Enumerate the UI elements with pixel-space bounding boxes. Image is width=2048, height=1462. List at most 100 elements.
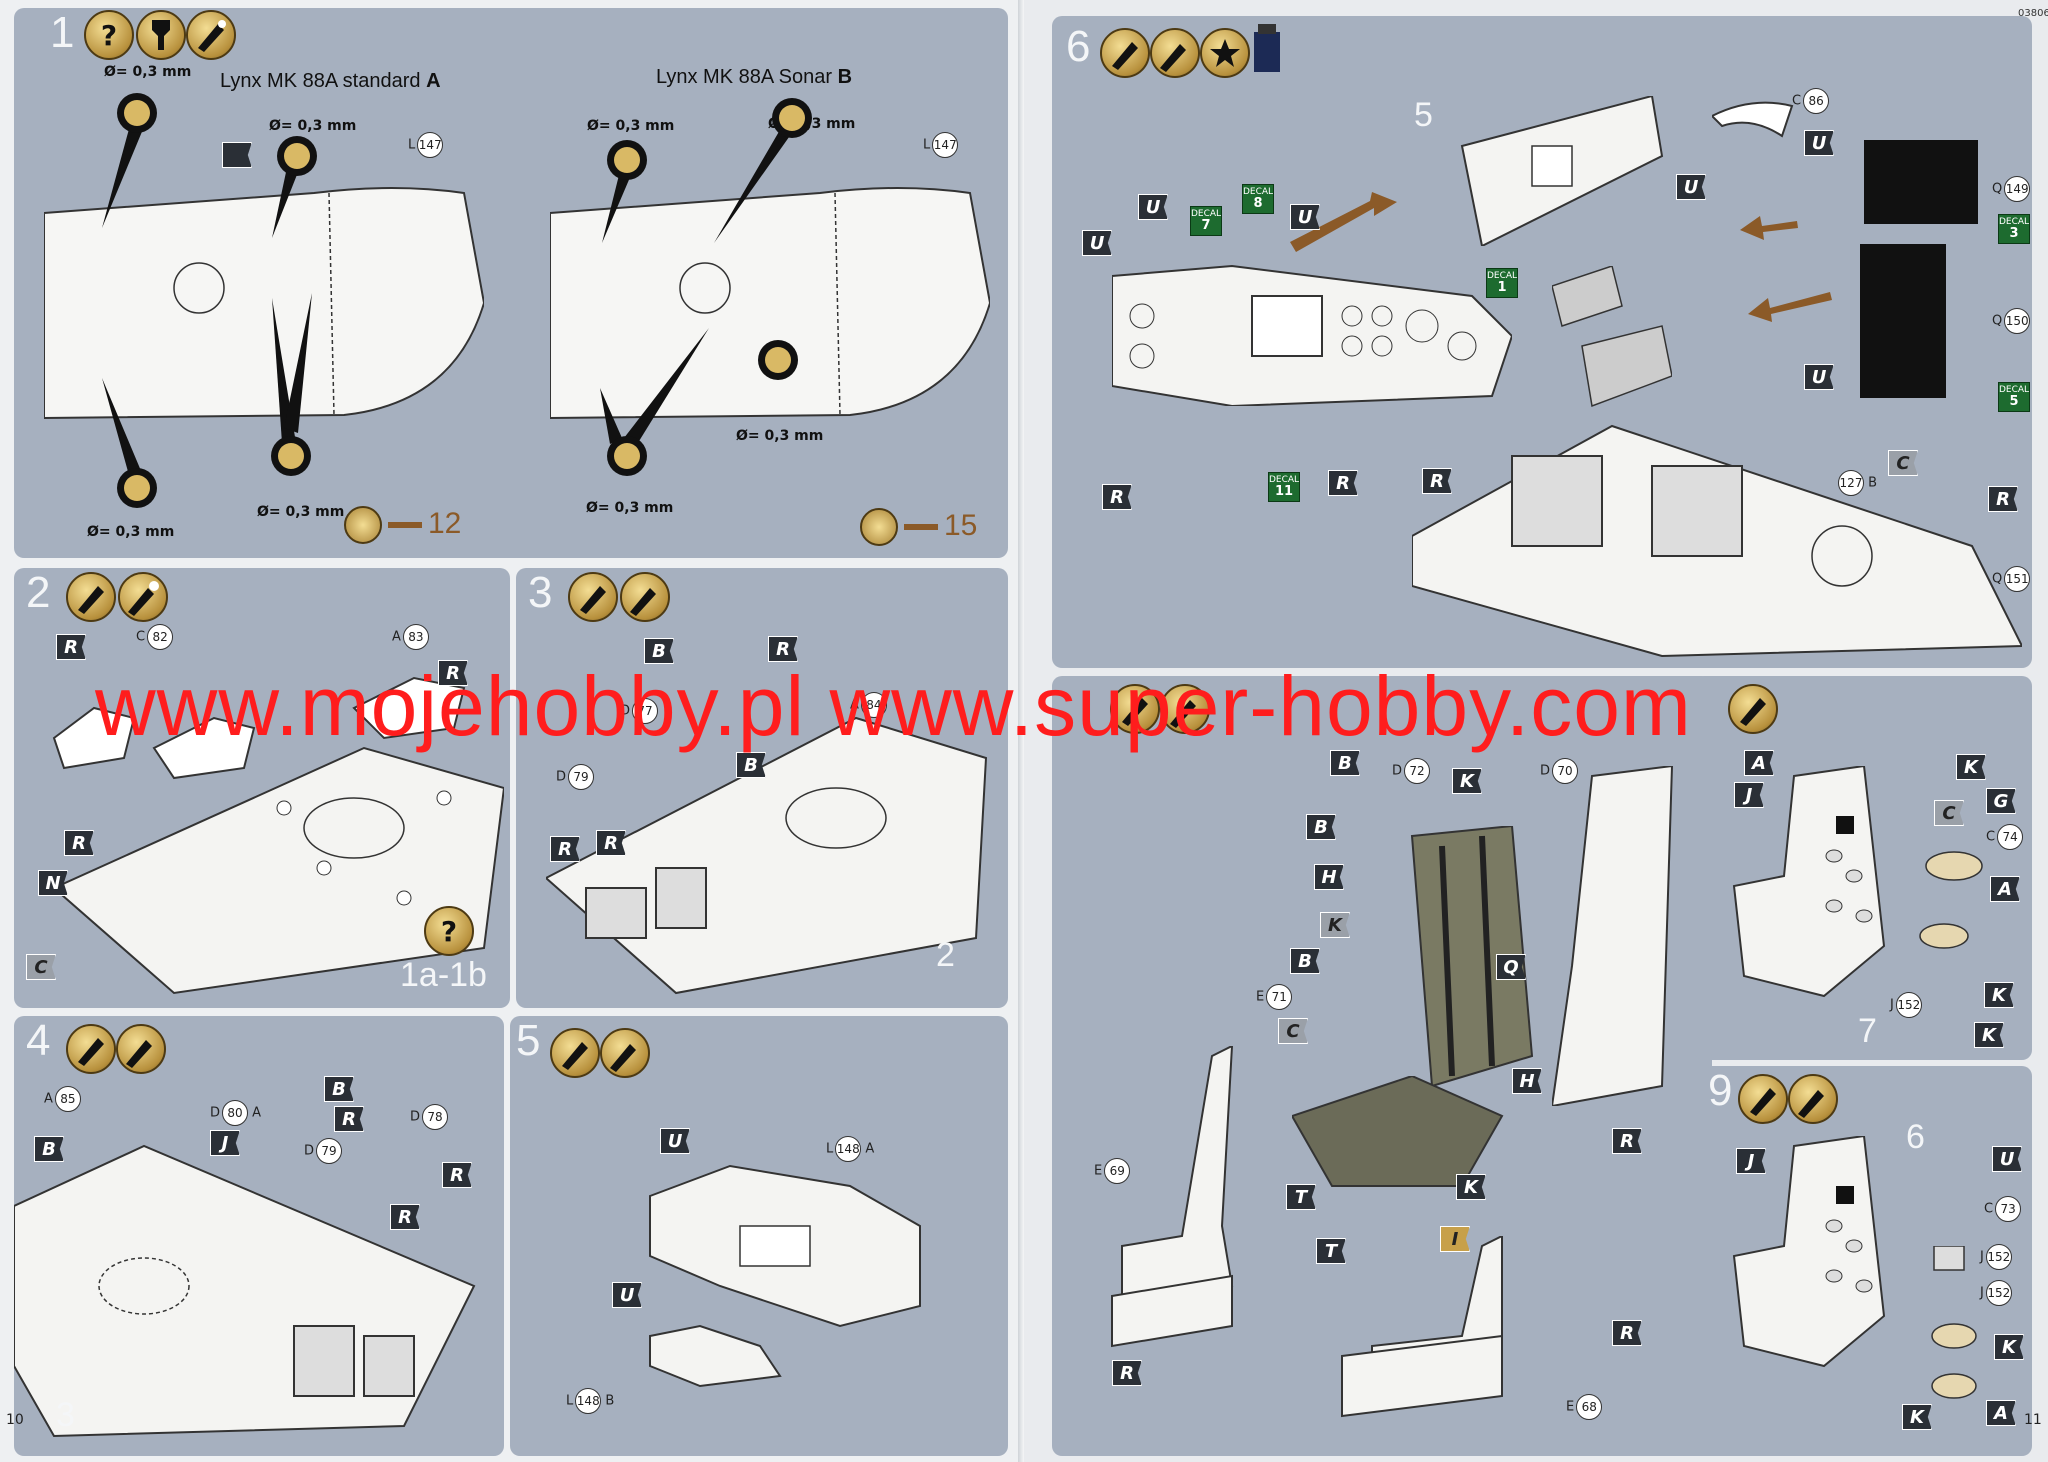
part-number: 70 [1552, 758, 1579, 784]
part-flag: N [38, 870, 68, 896]
seat-assembly [1732, 766, 1886, 998]
part-letter: Q [1992, 181, 2003, 197]
variant-a-title: Lynx MK 88A standard A [220, 70, 441, 93]
substep-label: 1a-1b [400, 956, 487, 994]
part-letter: L [408, 137, 416, 153]
decal-number: 1 [1497, 280, 1507, 295]
cabin-floor-assembly [546, 716, 988, 995]
part-flag: C [1934, 800, 1964, 826]
part-flag: K [1902, 1404, 1932, 1430]
part-number: 84 [860, 692, 887, 718]
decal-number: 8 [1253, 196, 1263, 211]
substep-label: 2 [936, 936, 955, 974]
part-flag: C [1888, 450, 1918, 476]
part-flag: J [1736, 1148, 1766, 1174]
part-flag: B [34, 1136, 64, 1162]
paint-brush-icon [1150, 28, 1200, 78]
decal-label: DECAL [1269, 475, 1300, 485]
part-flag: K [1320, 912, 1350, 938]
part-flag: R [1112, 1360, 1142, 1386]
part-flag: U [612, 1282, 642, 1308]
step-1-panel: 1 ? Lynx MK 88A standard A Lynx MK 88A S… [14, 8, 1008, 558]
part-letter: D [1392, 763, 1403, 779]
part-letter: D [1540, 763, 1551, 779]
part-number: 77 [632, 698, 659, 724]
glue-icon [1728, 684, 1778, 734]
glue-icon [66, 572, 116, 622]
part-flag: R [1328, 470, 1358, 496]
paint-tin-icon [860, 508, 898, 546]
part-number: 147 [417, 132, 444, 158]
part-flag [222, 142, 252, 168]
part-number: 147 [932, 132, 959, 158]
part-flag: R [334, 1106, 364, 1132]
step-6-panel: 6 5 C [1052, 16, 2032, 668]
decal-number: 7 [1201, 218, 1211, 233]
part-letter: C [1792, 93, 1802, 109]
paint-brush-icon [1160, 684, 1210, 734]
part-suffix: B [1868, 475, 1878, 491]
substep-label: 5 [1414, 96, 1433, 134]
part-number: 85 [54, 1086, 81, 1112]
part-flag: R [438, 660, 468, 686]
floor-plate-standard [44, 187, 484, 420]
part-flag: R [596, 830, 626, 856]
step-9-number: 9 [1708, 1066, 1733, 1115]
substep-label: 7 [1858, 1012, 1877, 1050]
part-flag: R [56, 634, 86, 660]
part-flag: R [1612, 1320, 1642, 1346]
glue-icon [186, 10, 236, 60]
variant-b-letter: B [837, 66, 853, 88]
paint-brush-icon [118, 572, 168, 622]
decal-label: DECAL [1999, 217, 2030, 227]
arrow-right-icon [388, 522, 422, 528]
drill-markers [102, 93, 812, 508]
page-right: 03806 6 5 [1024, 0, 2048, 1462]
part-flag: U [1676, 174, 1706, 200]
question-icon: ? [424, 906, 474, 956]
dimension-label: Ø= 0,3 mm [586, 500, 674, 516]
part-number: 79 [568, 764, 595, 790]
part-number: 127 [1838, 470, 1864, 496]
part-letter: L [923, 137, 931, 153]
part-letter: L [826, 1141, 834, 1157]
part-number: 69 [1104, 1158, 1131, 1184]
part-flag: J [210, 1130, 240, 1156]
variant-a-letter: A [426, 70, 441, 92]
arrow-right-icon [904, 524, 938, 530]
part-number: 74 [1997, 824, 2024, 850]
part-number: 78 [422, 1104, 449, 1130]
part-letter: E [1566, 1399, 1575, 1415]
instrument-panel-assembled [1460, 96, 1664, 246]
part-flag: K [1956, 754, 1986, 780]
part-flag: U [1082, 230, 1112, 256]
reference-step-number: 12 [428, 506, 462, 540]
part-number: 148 [835, 1136, 862, 1162]
part-flag: R [768, 636, 798, 662]
decal-label: DECAL [1243, 187, 1274, 197]
paint-brush-icon [620, 572, 670, 622]
reference-step-15: 15 [860, 508, 977, 546]
paint-brush-icon [1788, 1074, 1838, 1124]
part-flag: H [1512, 1068, 1542, 1094]
part-letter: D [620, 703, 631, 719]
part-suffix: A [252, 1105, 262, 1121]
part-number: 150 [2004, 308, 2031, 334]
dimension-label: Ø= 0,3 mm [257, 504, 345, 520]
part-flag: U [1290, 204, 1320, 230]
seat-frame-right [1341, 1236, 1503, 1418]
part-flag: R [1102, 484, 1132, 510]
